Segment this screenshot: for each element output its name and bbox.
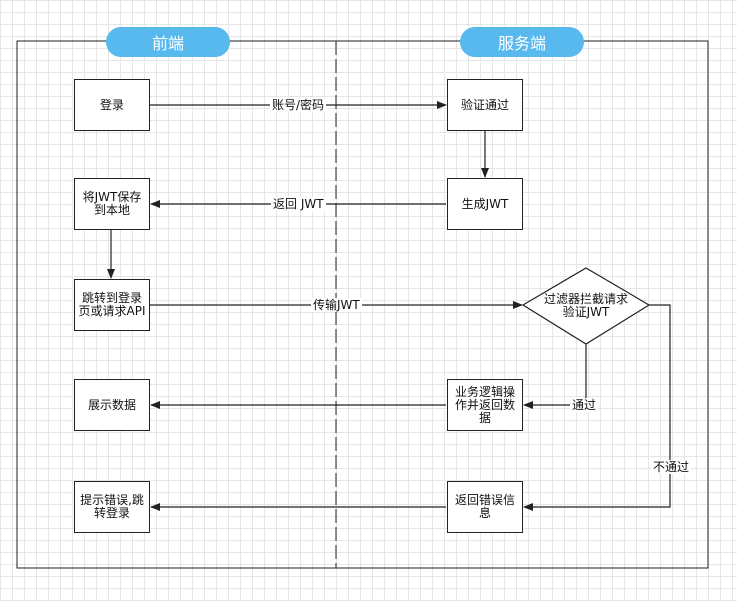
node-login: 登录 xyxy=(74,79,150,131)
swimlane-frame xyxy=(16,40,709,569)
node-verify: 验证通过 xyxy=(447,79,523,131)
edge-label-fail: 不通过 xyxy=(651,460,692,474)
node-filter-label: 过滤器拦截请求验证JWT xyxy=(543,292,628,319)
node-request-api: 跳转到登录页或请求API xyxy=(74,279,150,331)
node-business: 业务逻辑操作并返回数据 xyxy=(447,379,523,431)
node-gen-jwt: 生成JWT xyxy=(447,178,523,230)
edge-filter-to-business xyxy=(523,344,587,409)
edge-label-return-jwt: 返回 JWT xyxy=(271,197,326,211)
node-save-jwt: 将JWT保存到本地 xyxy=(74,178,150,230)
decision-filter-shape xyxy=(521,267,651,345)
node-show-data: 展示数据 xyxy=(74,379,150,431)
lane-title-server: 服务端 xyxy=(460,27,584,57)
edge-filter-to-error xyxy=(523,304,671,511)
node-show-error: 提示错误,跳转登录 xyxy=(74,481,150,533)
edge-label-send-jwt: 传输JWT xyxy=(311,298,362,312)
node-return-error: 返回错误信息 xyxy=(447,481,523,533)
lane-title-frontend: 前端 xyxy=(106,27,230,57)
edge-label-credentials: 账号/密码 xyxy=(270,98,327,112)
edge-label-pass: 通过 xyxy=(570,398,599,412)
